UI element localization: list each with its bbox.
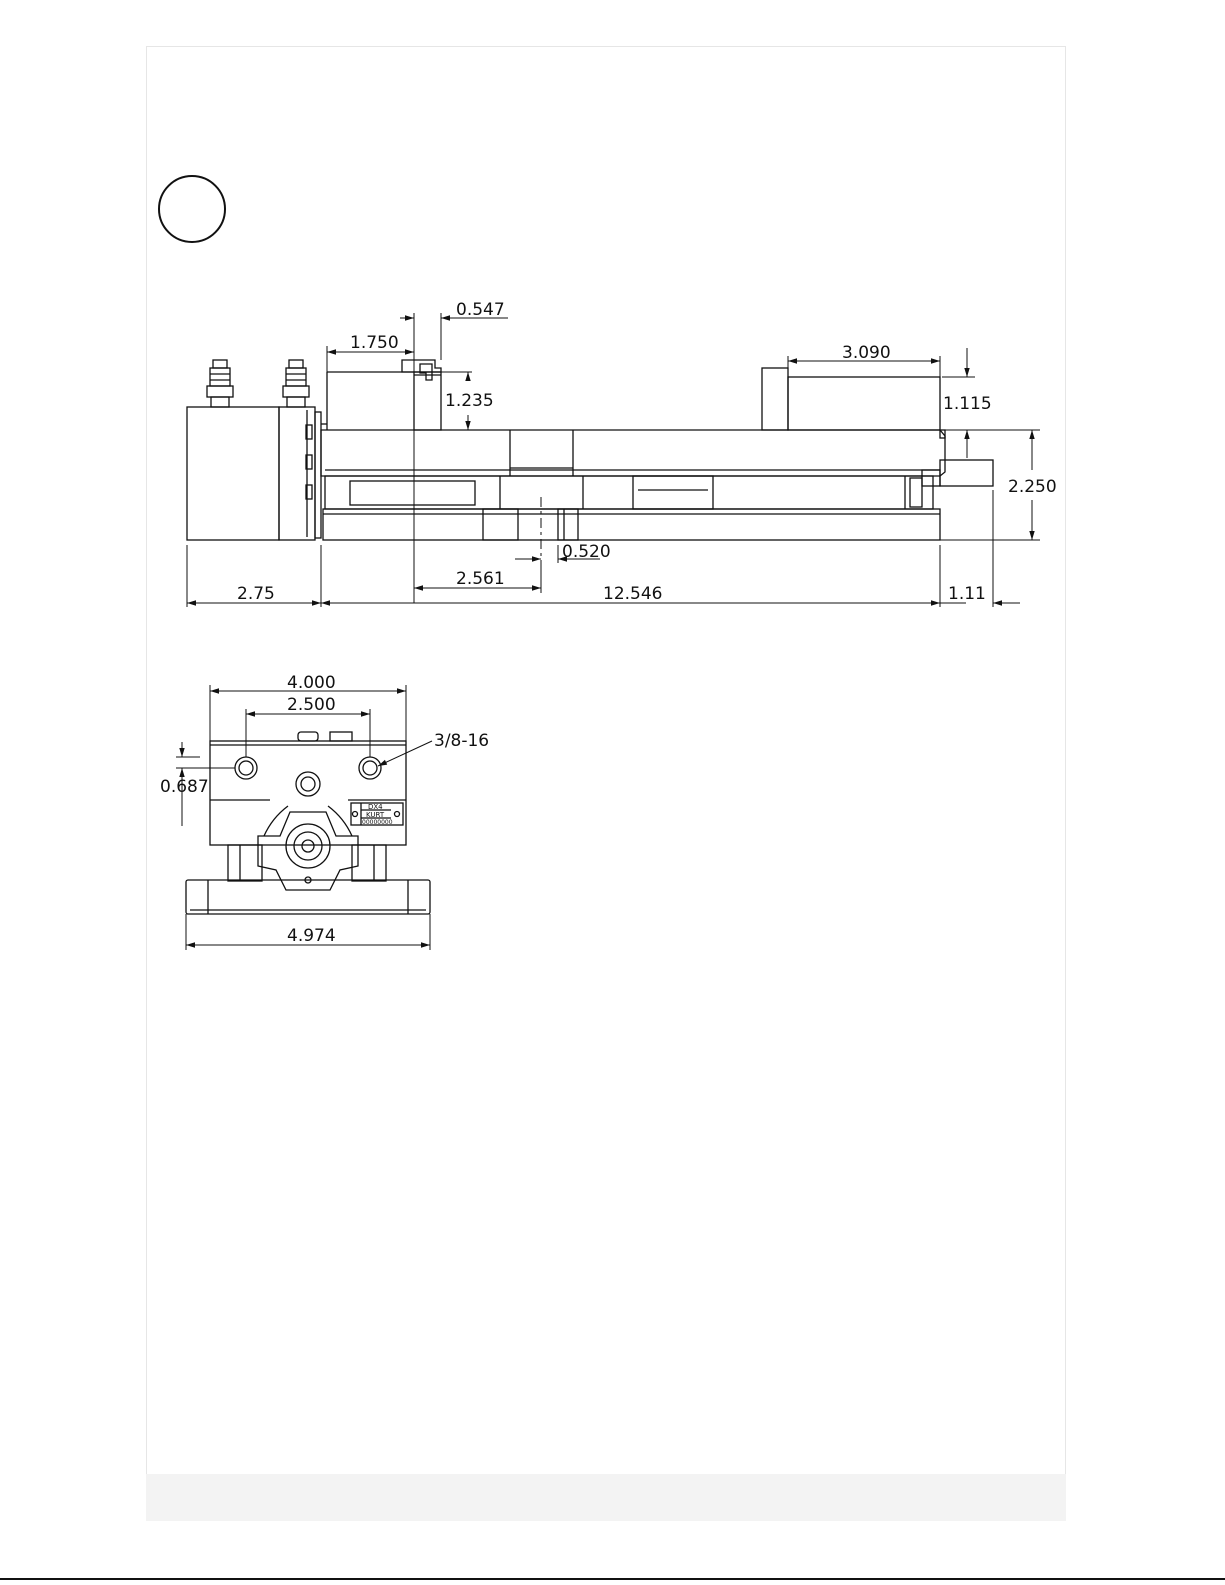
dim-12546: 12.546 bbox=[603, 584, 662, 604]
mounting-hole-left bbox=[235, 757, 257, 779]
dim-0547: 0.547 bbox=[456, 300, 505, 320]
vise-body-outline bbox=[321, 430, 945, 476]
hydraulic-fitting-right bbox=[283, 360, 309, 407]
fixed-jaw bbox=[762, 368, 940, 430]
hydraulic-fitting-left bbox=[207, 360, 233, 407]
end-view-jaw-block bbox=[210, 741, 406, 845]
thread-callout: 3/8-16 bbox=[434, 731, 489, 751]
dim-1750: 1.750 bbox=[350, 333, 399, 353]
dim-2500: 2.500 bbox=[287, 695, 336, 715]
mounting-hole-right bbox=[359, 757, 381, 779]
dim-1235: 1.235 bbox=[445, 391, 494, 411]
movable-jaw bbox=[402, 360, 441, 430]
dim-2250: 2.250 bbox=[1008, 477, 1057, 497]
dim-1115: 1.115 bbox=[943, 394, 992, 414]
side-view bbox=[187, 360, 993, 563]
nameplate-line1: DX4 bbox=[368, 803, 383, 811]
dim-2561: 2.561 bbox=[456, 569, 505, 589]
center-hole bbox=[296, 772, 320, 796]
end-view-base-plate bbox=[186, 880, 430, 914]
hydraulic-cylinder bbox=[187, 407, 279, 540]
dim-0520: 0.520 bbox=[562, 542, 611, 562]
dim-0687: 0.687 bbox=[160, 777, 209, 797]
page-bottom-rule bbox=[0, 1578, 1225, 1580]
handle-knob bbox=[286, 824, 330, 868]
screw-shaft bbox=[940, 460, 993, 486]
nameplate-line3: 00000000 bbox=[362, 819, 393, 826]
view-label-circle bbox=[159, 176, 225, 242]
dim-4974: 4.974 bbox=[287, 926, 336, 946]
cylinder-flange bbox=[279, 407, 315, 540]
dim-4000: 4.000 bbox=[287, 673, 336, 693]
dim-111: 1.11 bbox=[948, 584, 986, 604]
dim-275: 2.75 bbox=[237, 584, 275, 604]
nameplate-line2: KURT bbox=[366, 811, 385, 819]
dim-3090: 3.090 bbox=[842, 343, 891, 363]
